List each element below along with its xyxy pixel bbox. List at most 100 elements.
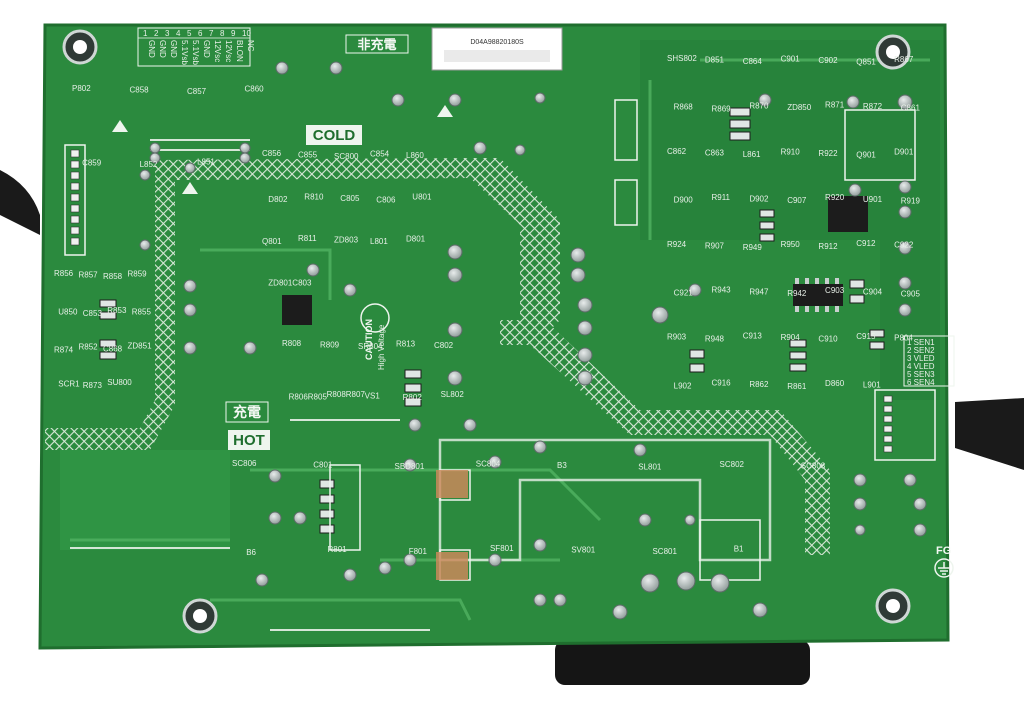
refdes-label: C806 — [376, 196, 396, 205]
refdes-label: SHS802 — [667, 54, 697, 63]
sen-pin-label: 1 SEN1 — [907, 338, 935, 347]
refdes-label: R808 — [282, 339, 302, 348]
refdes-label: SC808 — [801, 461, 826, 470]
mounting-holes — [62, 29, 911, 634]
refdes-label: R911 — [711, 193, 730, 202]
refdes-label: R855 — [132, 308, 152, 317]
refdes-label: R950 — [781, 240, 801, 249]
refdes-label: R943 — [711, 286, 731, 295]
refdes-label: R870 — [749, 101, 769, 110]
refdes-label: C921 — [674, 288, 694, 297]
refdes-label: R859 — [128, 269, 148, 278]
refdes-label: C902 — [818, 56, 838, 65]
refdes-label: ZD851 — [128, 342, 153, 351]
refdes-label: Q801 — [262, 237, 282, 246]
pin-number: 3 — [165, 29, 170, 38]
refdes-label: ZD803 — [334, 236, 359, 245]
label-charge: 充電 — [233, 404, 261, 420]
refdes-label: C904 — [863, 288, 883, 297]
refdes-label: C863 — [705, 149, 725, 158]
refdes-label: C805 — [340, 194, 360, 203]
refdes-label: R853 — [107, 306, 127, 315]
refdes-label: C862 — [667, 147, 687, 156]
refdes-label: L861 — [743, 150, 761, 159]
sen-pin-label: 2 SEN2 — [907, 346, 935, 355]
refdes-label: R871 — [825, 100, 845, 109]
refdes-label: SL801 — [638, 463, 662, 472]
refdes-label: R813 — [396, 339, 416, 348]
refdes-label: C916 — [711, 379, 731, 388]
refdes-label: SU800 — [107, 378, 132, 387]
label-caution: CAUTION — [364, 319, 374, 360]
refdes-label: Q851 — [856, 58, 876, 67]
refdes-label: R942 — [787, 289, 807, 298]
refdes-label: SV801 — [571, 546, 596, 555]
power-socket — [555, 640, 810, 685]
right-cable — [955, 398, 1024, 470]
refdes-label: B3 — [557, 461, 567, 470]
refdes-label: R811 — [298, 234, 317, 243]
refdes-label: C801 — [313, 461, 333, 470]
refdes-label: C854 — [370, 149, 390, 158]
refdes-label: C922 — [894, 241, 914, 250]
refdes-label: D851 — [705, 56, 725, 65]
refdes-label: ZD801C803 — [268, 279, 312, 288]
pin-signal: GND — [147, 40, 156, 58]
label-cold: COLD — [313, 127, 356, 144]
label-high-voltage: High Voltage — [377, 324, 386, 370]
refdes-label: R948 — [705, 334, 725, 343]
refdes-label: D901 — [894, 148, 914, 157]
left-cable — [0, 170, 40, 235]
refdes-label: R861 — [787, 382, 807, 391]
refdes-label: D902 — [749, 194, 769, 203]
ground-symbol — [934, 558, 954, 578]
refdes-label: L852 — [140, 160, 158, 169]
pin-number: 10 — [242, 29, 251, 38]
refdes-label: SF801 — [490, 544, 514, 553]
barcode-label — [431, 27, 563, 71]
label-non-charge: 非充電 — [357, 37, 396, 52]
pin-number: 6 — [198, 29, 203, 38]
refdes-label: SCR1 — [58, 379, 80, 388]
pin-signal: 5.1Vsb — [180, 40, 189, 65]
refdes-label: C905 — [901, 289, 921, 298]
refdes-label: L801 — [370, 237, 388, 246]
refdes-label: U901 — [863, 195, 883, 204]
refdes-label: P802 — [72, 84, 91, 93]
pin-number: 2 — [154, 29, 159, 38]
refdes-label: R802 — [403, 393, 423, 402]
sen-pin-label: 6 SEN4 — [907, 378, 935, 387]
pin-number: 7 — [209, 29, 214, 38]
refdes-label: R924 — [667, 240, 687, 249]
pin-signal: GND — [169, 40, 178, 58]
refdes-label: B6 — [246, 548, 256, 557]
refdes-label: R949 — [743, 243, 763, 252]
refdes-label: D900 — [674, 196, 694, 205]
refdes-label: R868 — [674, 103, 694, 112]
refdes-label: SC804 — [476, 459, 501, 468]
refdes-label: SC806 — [232, 459, 257, 468]
refdes-label: R872 — [863, 102, 883, 111]
refdes-label: SC800 — [334, 152, 359, 161]
ic-u901 — [793, 284, 843, 306]
pin-signal: GND — [158, 40, 167, 58]
pin-number: 1 — [143, 29, 148, 38]
refdes-label: C857 — [187, 87, 207, 96]
refdes-label: R862 — [749, 380, 769, 389]
refdes-label: R904 — [781, 333, 801, 342]
refdes-label: B1 — [734, 544, 744, 553]
refdes-label: L902 — [674, 381, 692, 390]
refdes-label: R809 — [320, 341, 340, 350]
refdes-label: C859 — [82, 159, 102, 168]
refdes-label: R806R805 — [289, 393, 328, 402]
pin-signal: 12Vsc — [224, 40, 233, 62]
refdes-label: R922 — [818, 149, 838, 158]
refdes-label: R903 — [667, 333, 687, 342]
refdes-label: R912 — [818, 242, 838, 251]
refdes-label: R856 — [54, 269, 74, 278]
pin-number: 4 — [176, 29, 181, 38]
pin-signal: GND — [202, 40, 211, 58]
refdes-label: C910 — [818, 335, 838, 344]
